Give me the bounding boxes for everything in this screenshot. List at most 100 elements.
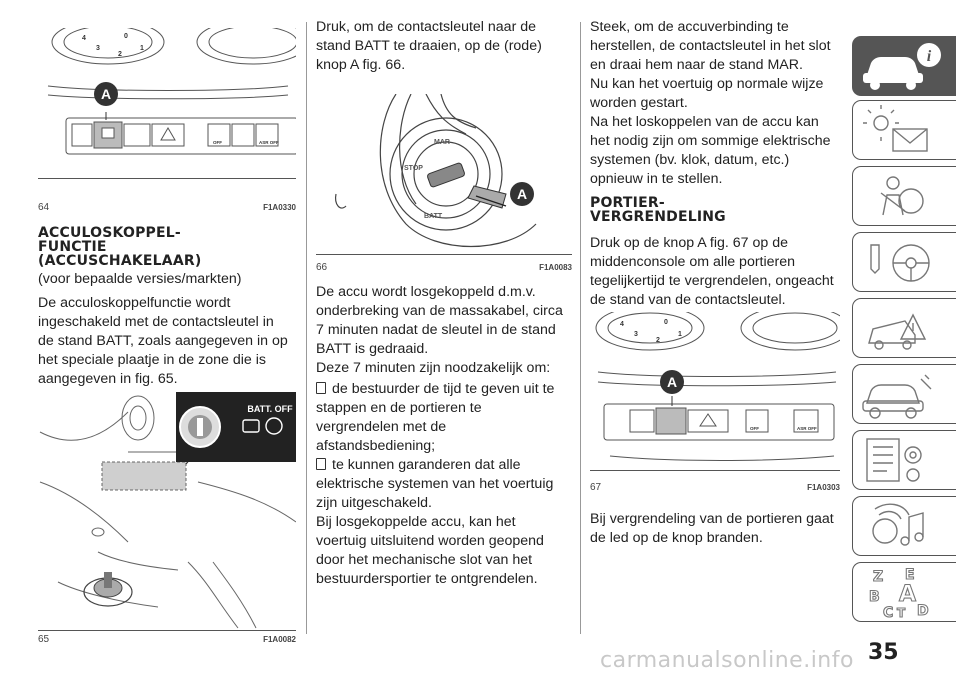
figure-number: 65 [38,634,50,645]
bullet-box-icon [316,382,326,394]
column-divider [306,22,307,634]
tab-multimedia[interactable] [852,496,956,556]
line: stand BATT te draaien, op de (rode) [316,38,542,54]
figure-code: F1A0082 [263,635,296,644]
tab-safety[interactable] [852,166,956,226]
figure-number: 66 [316,262,328,273]
batt-off-label: BATT. OFF [247,404,293,414]
maintenance-icon [862,374,932,419]
line: knop A fig. 66. [316,57,406,73]
line: het nodig zijn om sommige elektrische [590,133,831,149]
figure-67: 4 3 2 1 0 OFF ASR OFF A [590,312,840,471]
line: De accu wordt losgekoppeld d.m.v. [316,284,536,300]
line: vergrendelen met de [316,419,447,435]
index-letter: E [905,567,915,583]
tab-index[interactable]: Z E B A C T D [852,562,956,622]
line: de stand BATT, zoals aangegeven in op [38,333,288,349]
emergency-icon [868,313,927,350]
line: middenconsole om alle portieren [590,254,796,270]
figure-caption: 65 F1A0082 [38,634,296,646]
line: Deze 7 minuten zijn noodzakelijk om: [316,360,551,376]
line: de led op de knop branden. [590,530,763,546]
section-heading: ACCULOSKOPPEL- FUNCTIE (ACCUSCHAKELAAR) [38,225,202,269]
svg-text:i: i [927,48,932,65]
index-letter: B [869,589,880,605]
bullet-item: de bestuurder de tijd te geven uit te [316,380,554,399]
figure-64: 4 3 2 1 0 OFF ASR OFF A [38,28,296,179]
index-letter: D [917,603,929,619]
button-label: ASR OFF [259,140,279,145]
tab-driving[interactable] [852,232,956,292]
version-note: (voor bepaalde versies/markten) [38,271,242,287]
dial-tick: 4 [82,35,86,42]
line: voertuig uitsluitend worden geopend [316,533,544,549]
section-heading: PORTIER- VERGRENDELING [590,195,726,225]
line: elektrische systemen van het voertuig [316,476,554,492]
line: tegelijkertijd te vergrendelen, ongeacht [590,273,834,289]
car-info-icon: i [863,43,941,90]
callout-label: A [517,186,527,202]
line: de stand van de contactsleutel. [590,292,786,308]
line: afstandsbediening; [316,438,436,454]
index-letter: A [899,582,916,607]
line: Druk, om de contactsleutel naar de [316,19,537,35]
line: bestuurdersportier te ontgrendelen. [316,571,538,587]
line: zijn uitgeschakeld. [316,495,432,511]
index-icon: Z E B A C T D [868,566,929,621]
line: door het mechanische slot van het [316,552,533,568]
line: en draai hem naar de stand MAR. [590,57,803,73]
line: Bij losgekoppelde accu, kan het [316,514,516,530]
line: Na het loskoppelen van de accu kan [590,114,819,130]
line: ingeschakeld met de contactsleutel in [38,314,274,330]
page-number: 35 [868,640,899,665]
index-letter: T [897,606,906,620]
line: 7 minuten nadat de sleutel in de stand [316,322,556,338]
line: Druk op de knop A fig. 67 op de [590,235,788,251]
tab-warning-lights[interactable] [852,100,956,160]
tab-car-info[interactable]: i [852,36,956,96]
figure-code: F1A0330 [263,203,296,212]
technical-data-icon [866,438,922,482]
line: opnieuw in te stellen. [590,171,723,187]
dial-tick: 0 [124,33,128,40]
line: systemen (bv. klok, datum, etc.) [590,152,790,168]
line: BATT is gedraaid. [316,341,429,357]
watermark: carmanualsonline.info [600,648,854,673]
figure-caption: 64 F1A0330 [38,202,296,214]
ring-text: STOP [404,165,423,172]
index-letter: C [883,605,893,621]
warning-lights-icon [863,105,928,152]
tab-emergency[interactable] [852,298,956,358]
line: te kunnen garanderen dat alle [332,457,521,473]
figure-code: F1A0083 [539,263,572,272]
dial-tick: 2 [118,51,122,58]
dial-tick: 4 [620,321,624,328]
line: stappen en de portieren te [316,400,482,416]
dial-tick: 3 [634,331,638,338]
dial-tick: 1 [678,331,682,338]
driving-icon [870,244,930,282]
line: aangegeven in fig. 65. [38,371,178,387]
bullet-box-icon [316,458,326,470]
figure-caption: 67 F1A0303 [590,482,840,494]
dial-tick: 1 [140,45,144,52]
callout-label: A [667,374,677,390]
button-label: OFF [213,140,222,145]
callout-label: A [101,86,111,102]
tab-maintenance[interactable] [852,364,956,424]
line: herstellen, de contactsleutel in het slo… [590,38,831,54]
ring-text: BATT [424,213,443,220]
figure-66: MAR STOP BATT A [316,94,572,255]
dial-tick: 0 [664,319,668,326]
bullet-item: te kunnen garanderen dat alle [316,456,521,475]
safety-icon [880,176,924,216]
figure-number: 67 [590,482,602,493]
line: Steek, om de accuverbinding te [590,19,789,35]
column-divider [580,22,581,634]
line: De acculoskoppelfunctie wordt [38,295,231,311]
line: de bestuurder de tijd te geven uit te [332,381,555,397]
figure-number: 64 [38,202,50,213]
button-label: OFF [750,426,759,431]
line: Bij vergrendeling van de portieren gaat [590,511,834,527]
tab-technical-data[interactable] [852,430,956,490]
